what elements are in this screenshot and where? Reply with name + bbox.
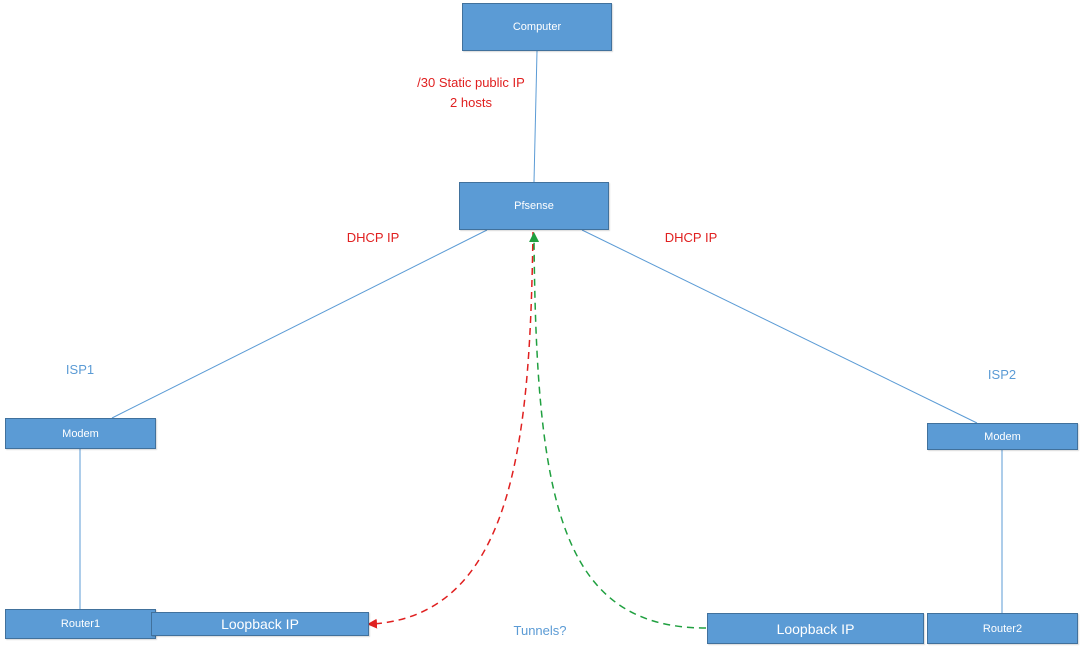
link-computer-pfsense <box>533 50 538 183</box>
static-ip-label-line2: 2 hosts <box>450 95 492 110</box>
link-pfsense-modem-isp2 <box>581 229 978 424</box>
static-ip-label-line1: /30 Static public IP <box>417 75 525 90</box>
tunnel-green-arrow <box>529 232 707 629</box>
modem-isp2-node[interactable]: Modem <box>927 423 1078 450</box>
dhcp-label-left: DHCP IP <box>346 230 400 245</box>
static-ip-label: /30 Static public IP 2 hosts <box>400 73 542 113</box>
loopback-right-node[interactable]: Loopback IP <box>707 613 924 644</box>
tunnels-label: Tunnels? <box>513 623 567 638</box>
pfsense-node[interactable]: Pfsense <box>459 182 609 230</box>
router2-node[interactable]: Router2 <box>927 613 1078 644</box>
computer-node[interactable]: Computer <box>462 3 612 51</box>
link-pfsense-modem-isp1 <box>111 229 488 419</box>
dhcp-label-right: DHCP IP <box>664 230 718 245</box>
router1-node[interactable]: Router1 <box>5 609 156 639</box>
isp2-label: ISP2 <box>987 367 1017 382</box>
tunnel-red-arrow <box>367 231 534 629</box>
loopback-left-node[interactable]: Loopback IP <box>151 612 369 636</box>
modem-isp1-node[interactable]: Modem <box>5 418 156 449</box>
isp1-label: ISP1 <box>65 362 95 377</box>
